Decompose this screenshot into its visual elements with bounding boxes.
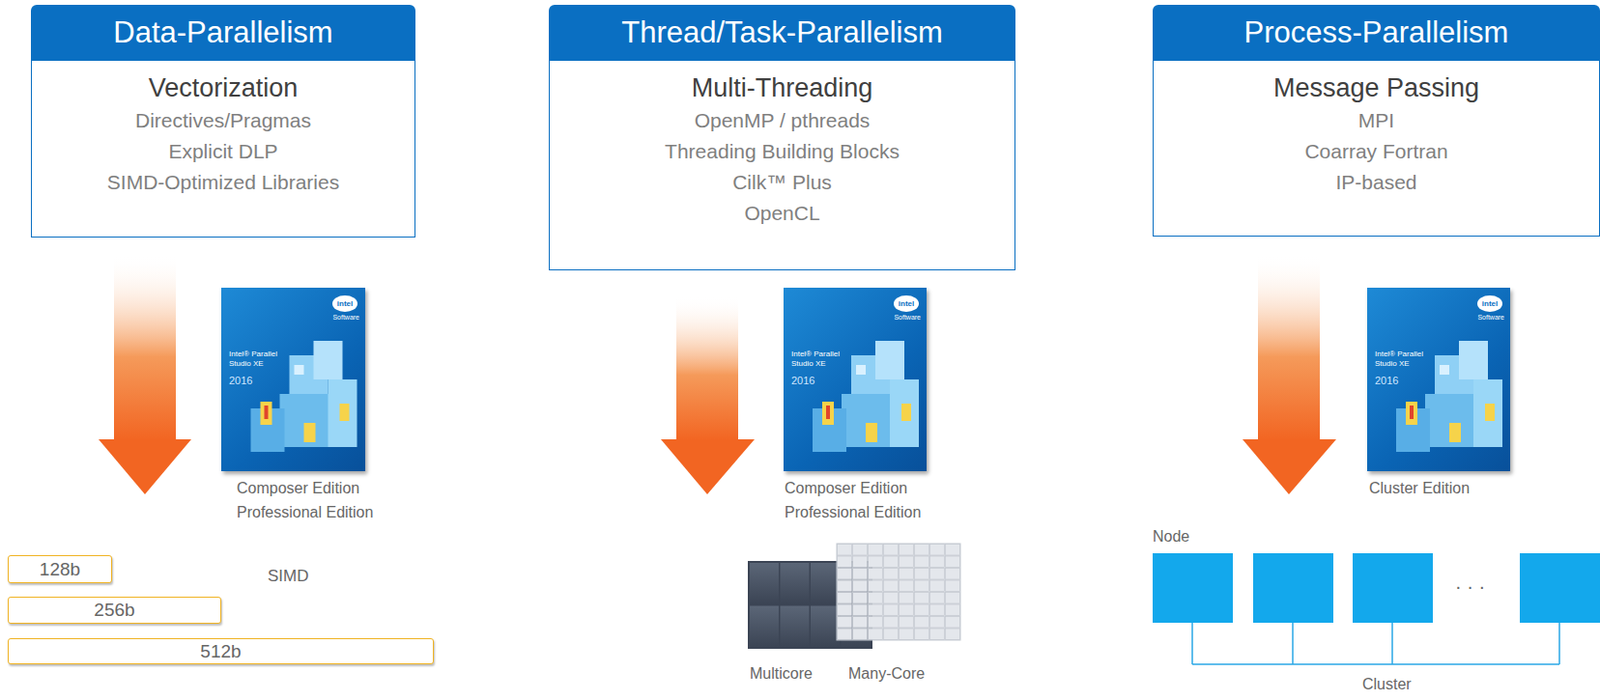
edition-label: Cluster Edition [1369,479,1470,498]
card-body: Multi-ThreadingOpenMP / pthreadsThreadin… [548,60,1016,271]
brand-logo: intel [893,295,919,313]
card-header: Data-Parallelism [30,4,416,61]
parallelism-card: Thread/Task-ParallelismMulti-ThreadingOp… [548,4,1016,271]
technology-item: MPI [1165,105,1588,137]
card-subtitle: Vectorization [43,70,403,106]
bit-width: 256b [93,600,135,622]
technology-item: OpenMP / pthreads [561,105,1003,137]
ellipsis: · · · [1455,577,1486,597]
card-subtitle: Multi-Threading [561,70,1003,106]
bit-width: 128b [39,559,81,581]
technology-item: Cilk™ Plus [561,167,1003,199]
card-title: Data-Parallelism [113,15,333,51]
card-subtitle: Message Passing [1165,70,1588,106]
product-name: Intel® Parallel Studio XE [1374,349,1443,370]
cluster-wires [1192,623,1560,665]
brand-logo: intel [332,295,358,313]
technology-item: OpenCL [561,198,1003,229]
product-year: 2016 [228,374,253,387]
brand-tagline: Software [1477,314,1505,321]
product-box: intelSoftwareIntel® Parallel Studio XE 20… [783,287,927,472]
edition-label: Professional Edition [784,503,921,522]
node-label: Node [1152,527,1190,546]
technology-item: IP-based [1165,167,1588,199]
many-core-chip [836,543,961,641]
bit-width: 512b [200,641,241,663]
product-name: Intel® Parallel Studio XE [228,349,297,370]
card-body: Message PassingMPICoarray FortranIP-base… [1152,60,1600,237]
brand-tagline: Software [332,314,360,321]
down-arrow [98,255,192,495]
card-body: VectorizationDirectives/PragmasExplicit … [30,60,416,238]
technology-item: Coarray Fortran [1165,136,1588,168]
edition-label: Professional Edition [236,503,373,522]
simd-width-bar: 256b [7,597,222,625]
card-title: Process-Parallelism [1244,15,1510,51]
parallelism-card: Data-ParallelismVectorizationDirectives/… [30,4,416,238]
technology-item: Directives/Pragmas [43,105,403,137]
brand-logo: intel [1477,295,1503,313]
technology-item: Threading Building Blocks [561,136,1003,168]
product-name: Intel® Parallel Studio XE [791,349,859,370]
product-box: intelSoftwareIntel® Parallel Studio XE 20… [1367,287,1511,472]
cluster-node [1152,553,1600,624]
card-header: Process-Parallelism [1152,4,1600,61]
simd-label: SIMD [267,567,310,586]
parallelism-card: Process-ParallelismMessage PassingMPICoa… [1152,4,1600,237]
down-arrow [660,295,755,495]
down-arrow [1242,255,1337,495]
product-year: 2016 [1374,374,1399,387]
cluster-label: Cluster [1362,675,1412,694]
simd-width-bar: 128b [7,555,113,584]
hardware-label: Multicore [749,664,813,684]
product-year: 2016 [791,374,815,387]
card-header: Thread/Task-Parallelism [548,4,1016,61]
edition-label: Composer Edition [784,479,908,498]
product-box: intelSoftwareIntel® Parallel Studio XE 20… [221,287,366,472]
technology-item: SIMD-Optimized Libraries [43,167,403,199]
brand-tagline: Software [893,314,921,321]
technology-item: Explicit DLP [43,136,403,168]
simd-width-bar: 512b [7,638,434,665]
edition-label: Composer Edition [236,479,360,498]
hardware-label: Many-Core [848,664,925,684]
card-title: Thread/Task-Parallelism [621,15,943,51]
